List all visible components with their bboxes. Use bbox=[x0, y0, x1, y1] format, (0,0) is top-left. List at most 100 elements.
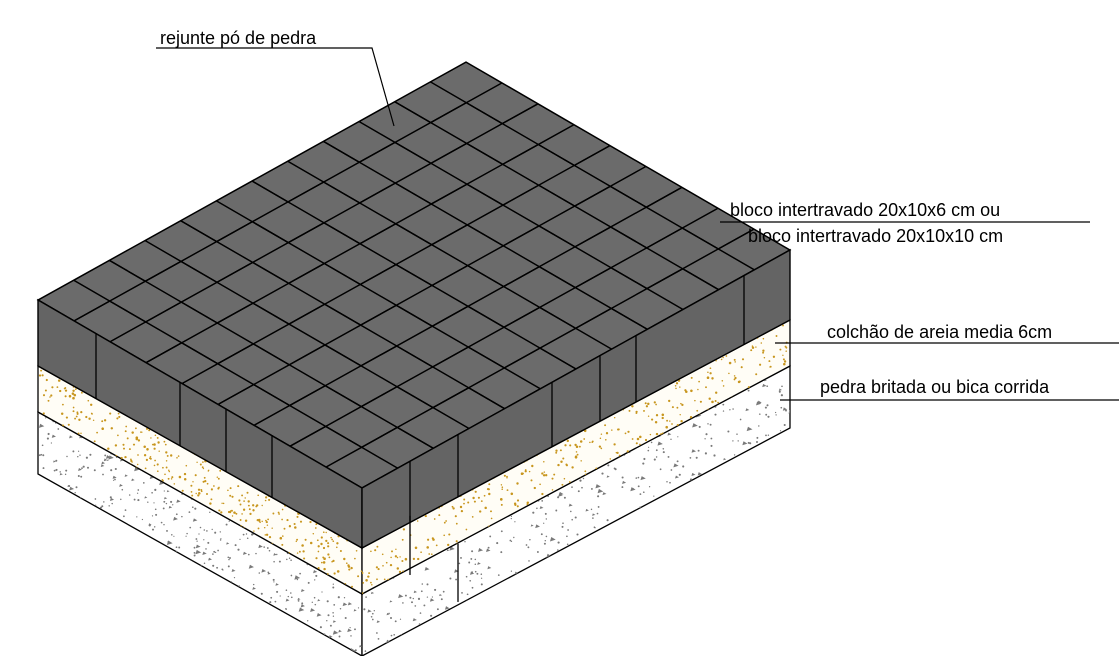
paver-block bbox=[607, 62, 719, 86]
paver-block bbox=[1076, 153, 1119, 215]
paver-block bbox=[968, 30, 1075, 91]
paver-block bbox=[896, 0, 1003, 48]
paver-block bbox=[787, 66, 790, 130]
paver-block bbox=[0, 503, 40, 565]
paver-block bbox=[1111, 0, 1119, 52]
paver-block bbox=[751, 66, 790, 129]
paver-block bbox=[932, 69, 1040, 131]
paver-block bbox=[680, 106, 790, 169]
paver-block bbox=[38, 461, 42, 488]
paver-block bbox=[716, 0, 824, 6]
paver-block bbox=[1004, 152, 1112, 214]
paver-block bbox=[466, 0, 573, 42]
paver-block bbox=[752, 0, 859, 46]
paver-block bbox=[0, 504, 76, 565]
paver-block bbox=[573, 0, 681, 44]
paver-block bbox=[500, 62, 611, 85]
paver-block bbox=[501, 0, 609, 3]
paver-block bbox=[430, 0, 538, 42]
label-paver-line2: bloco intertravado 20x10x10 cm bbox=[748, 226, 1003, 246]
paver-block bbox=[932, 29, 1040, 91]
paver-block bbox=[716, 0, 824, 46]
paver-block bbox=[1004, 111, 1112, 173]
paver-block bbox=[1003, 0, 1111, 10]
paver-block bbox=[38, 257, 40, 321]
paver-block bbox=[38, 217, 75, 280]
paver-block bbox=[38, 298, 40, 362]
paver-block bbox=[38, 178, 147, 241]
paver-block bbox=[537, 0, 644, 3]
paver-block bbox=[609, 0, 716, 44]
paver-block bbox=[1039, 0, 1119, 10]
paver-block bbox=[1003, 0, 1111, 51]
paver-block bbox=[643, 62, 755, 87]
paver-block bbox=[967, 0, 1074, 9]
paver-block bbox=[0, 299, 2, 360]
paver-block bbox=[1039, 0, 1119, 51]
paver-block bbox=[715, 62, 790, 88]
paver-block bbox=[681, 0, 788, 45]
paver-block bbox=[537, 0, 644, 43]
paver-block bbox=[643, 64, 755, 128]
paver-block bbox=[715, 65, 790, 129]
paver-block bbox=[38, 379, 41, 443]
paver-block bbox=[1111, 73, 1119, 134]
paver-block bbox=[609, 0, 716, 4]
paver-block bbox=[751, 62, 790, 88]
paver-block bbox=[896, 69, 1003, 129]
paver-block bbox=[1076, 112, 1119, 174]
paver-block bbox=[0, 380, 3, 441]
paver-block bbox=[1075, 31, 1119, 93]
paver-block bbox=[752, 0, 859, 6]
paver-block bbox=[0, 340, 3, 401]
paver-block bbox=[967, 0, 1074, 50]
paver-block bbox=[825, 68, 932, 129]
front-face-joints bbox=[95, 333, 459, 602]
paver-block bbox=[931, 0, 1039, 50]
paver-block bbox=[1040, 153, 1119, 214]
paver-block bbox=[0, 258, 2, 319]
paver-block bbox=[1040, 112, 1119, 173]
right-face-joints bbox=[409, 275, 745, 523]
label-joint-fill: rejunte pó de pedra bbox=[160, 28, 317, 48]
paver-block bbox=[464, 62, 575, 84]
paver-block bbox=[321, 62, 432, 82]
paver-block bbox=[645, 0, 753, 45]
label-paver-line1: bloco intertravado 20x10x6 cm ou bbox=[730, 200, 1000, 220]
paver-block bbox=[1040, 72, 1119, 133]
paver-block bbox=[394, 0, 501, 41]
paver-block bbox=[786, 62, 790, 89]
paver-block bbox=[824, 0, 931, 7]
paver-block bbox=[715, 106, 790, 170]
paver-block bbox=[932, 110, 1040, 172]
paver-block bbox=[897, 110, 1004, 171]
paver-block bbox=[859, 0, 967, 8]
paver-block bbox=[573, 0, 681, 4]
paver-block bbox=[38, 420, 41, 484]
paver-block bbox=[1112, 154, 1119, 215]
paver-block bbox=[501, 0, 609, 43]
paver-block bbox=[249, 62, 361, 122]
label-sand-bed: colchão de areia media 6cm bbox=[827, 322, 1052, 342]
paver-block bbox=[644, 0, 752, 5]
paver-block bbox=[1005, 193, 1113, 255]
paver-block bbox=[680, 0, 787, 5]
label-gravel-base: pedra britada ou bica corrida bbox=[820, 377, 1050, 397]
paver-block bbox=[968, 70, 1075, 131]
paver-block bbox=[679, 62, 790, 87]
paver-block bbox=[1074, 0, 1119, 11]
paver-block bbox=[788, 0, 896, 7]
leader-joint-fill bbox=[156, 47, 395, 127]
paver-block bbox=[860, 68, 968, 130]
paver-block bbox=[825, 109, 932, 170]
paver-block bbox=[860, 0, 968, 48]
paver-block bbox=[1003, 30, 1111, 92]
paver-block bbox=[1112, 113, 1119, 174]
paver-block bbox=[536, 62, 647, 85]
paver-block bbox=[38, 338, 41, 403]
paver-block bbox=[896, 29, 1003, 89]
paver-block bbox=[1005, 233, 1113, 295]
paver-block bbox=[931, 0, 1039, 9]
paver-block bbox=[608, 64, 719, 127]
